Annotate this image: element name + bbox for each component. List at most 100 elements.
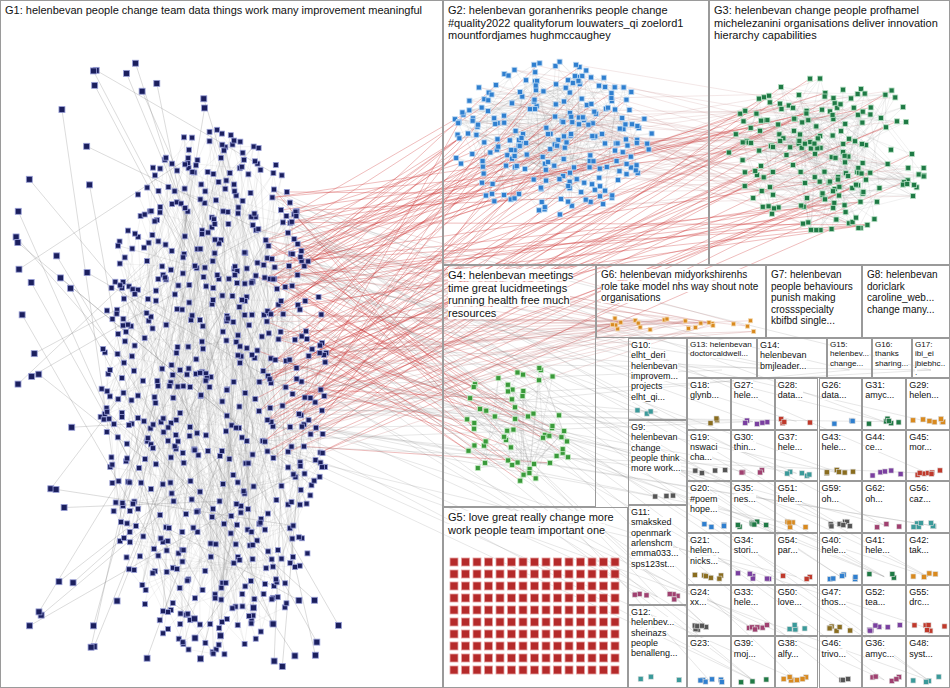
vertex-square: [233, 542, 238, 547]
vertex-square: [178, 411, 183, 416]
vertex-square: [269, 256, 274, 261]
vertex-square: [218, 453, 223, 458]
tie-line: [140, 556, 195, 598]
tie-line: [507, 431, 529, 469]
vertex-square: [242, 313, 247, 318]
tie-line: [110, 172, 192, 396]
tie-line: [301, 251, 884, 680]
vertex-square: [180, 529, 185, 534]
tie-line: [241, 356, 253, 607]
tie-line: [290, 223, 840, 577]
vertex-square: [126, 567, 131, 572]
tie-line: [489, 70, 515, 93]
vertex-square: [283, 284, 288, 289]
tie-line: [170, 275, 234, 483]
vertex-square: [165, 539, 170, 544]
vertex-square: [240, 198, 245, 203]
tie-line: [322, 411, 658, 412]
tie-line: [189, 650, 214, 654]
tie-line: [459, 97, 895, 138]
tie-line: [274, 189, 841, 525]
tie-line: [147, 138, 192, 188]
vertex-square: [188, 425, 193, 430]
vertex-square: [186, 647, 191, 652]
vertex-square: [279, 483, 284, 488]
vertex-square: [182, 162, 187, 167]
tie-line: [29, 179, 227, 415]
tie-line: [167, 571, 206, 572]
vertex-square: [200, 587, 205, 592]
vertex-square: [235, 522, 240, 527]
tie-line: [93, 158, 221, 626]
vertex-square: [113, 500, 118, 505]
vertex-square: [110, 481, 115, 486]
tie-line: [822, 141, 855, 195]
vertex-square: [129, 398, 134, 403]
vertex-square: [121, 316, 126, 321]
vertex-square: [124, 555, 129, 560]
tie-line: [39, 374, 145, 459]
vertex-square: [200, 324, 205, 329]
tie-line: [173, 303, 190, 375]
vertex-square: [253, 636, 258, 641]
tie-line: [128, 231, 130, 532]
tie-line: [210, 132, 325, 396]
vertex-square: [137, 466, 142, 471]
vertex-square: [207, 129, 212, 134]
vertex-square: [284, 189, 289, 194]
tie-line: [166, 245, 237, 342]
tie-line: [800, 134, 908, 180]
vertex-square: [313, 458, 318, 463]
tie-line: [195, 450, 225, 654]
vertex-square: [225, 387, 230, 392]
vertex-square: [186, 147, 191, 152]
vertex-square: [146, 240, 151, 245]
tie-line: [246, 463, 339, 625]
vertex-square: [197, 317, 202, 322]
vertex-square: [258, 520, 263, 525]
vertex-square: [302, 264, 307, 269]
tie-line: [160, 150, 224, 207]
tie-line: [245, 315, 260, 382]
tie-line: [22, 315, 200, 625]
tie-line: [204, 99, 279, 340]
tie-line: [142, 91, 270, 379]
tie-line: [259, 382, 752, 474]
vertex-square: [242, 641, 247, 646]
vertex-square: [168, 480, 173, 485]
vertex-square: [107, 394, 112, 399]
tie-line: [571, 117, 619, 171]
tie-line: [267, 420, 928, 525]
vertex-square: [157, 618, 162, 623]
vertex-square: [123, 329, 128, 334]
vertex-square: [163, 242, 168, 247]
tie-line: [286, 166, 761, 387]
vertex-square: [125, 322, 130, 327]
tie-line: [267, 258, 796, 473]
vertex-square: [235, 281, 240, 286]
vertex-square: [319, 312, 324, 317]
vertex-square: [295, 302, 300, 307]
tie-line: [197, 342, 202, 512]
vertex-square: [165, 610, 170, 615]
tie-line: [177, 244, 219, 569]
network-edges: [16, 62, 931, 680]
vertex-square: [169, 363, 174, 368]
vertex-square: [137, 554, 142, 559]
tie-line: [534, 93, 826, 179]
vertex-square: [263, 238, 268, 243]
vertex-square: [219, 155, 224, 160]
tie-line: [202, 234, 247, 268]
tie-line: [165, 160, 226, 189]
vertex-square: [171, 499, 176, 504]
vertex-square: [278, 329, 283, 334]
tie-line: [286, 216, 635, 320]
vertex-square: [203, 189, 208, 194]
tie-line: [51, 393, 124, 489]
vertex-square: [135, 393, 140, 398]
vertex-square: [271, 455, 276, 460]
tie-line: [264, 265, 885, 628]
vertex-square: [122, 536, 127, 541]
vertex-square: [220, 399, 225, 404]
vertex-square: [205, 169, 210, 174]
